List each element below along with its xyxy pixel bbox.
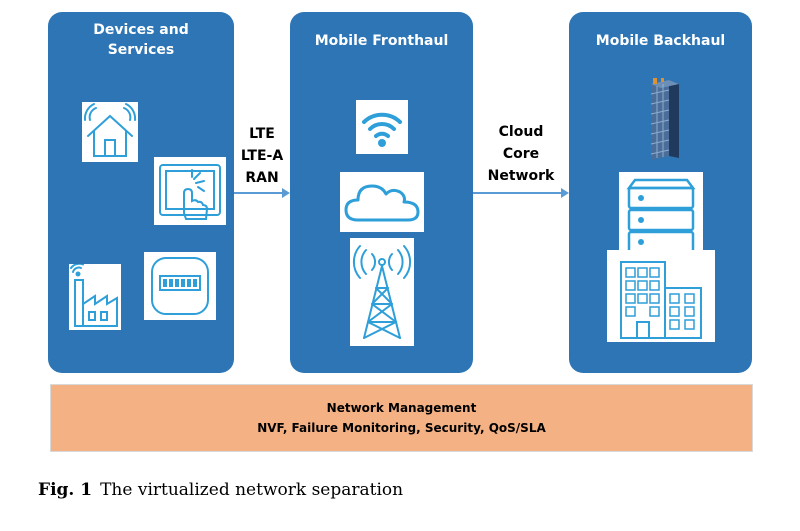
ran-label-line1: LTE — [249, 126, 275, 142]
core-label-line1: Cloud — [498, 124, 544, 140]
backhaul-panel-title: Mobile Backhaul — [595, 33, 726, 49]
smart-meter-icon — [144, 252, 216, 320]
network-management-bar: Network Management NVF, Failure Monitori… — [50, 384, 753, 452]
cell-tower-icon — [350, 238, 414, 346]
mobile-backhaul-panel: Mobile Backhaul — [569, 12, 752, 373]
fronthaul-panel-title: Mobile Fronthaul — [314, 33, 449, 49]
devices-panel-title: Devices and Services — [48, 20, 234, 60]
wifi-icon — [356, 100, 408, 154]
ran-label-line3: RAN — [245, 170, 279, 186]
devices-title-line1: Devices and — [93, 22, 189, 38]
smart-home-icon — [82, 102, 138, 162]
core-label-line3: Network — [487, 168, 555, 184]
figure-caption: Fig. 1 The virtualized network separation — [38, 480, 403, 500]
caption-text: The virtualized network separation — [100, 480, 404, 500]
mobile-fronthaul-panel: Mobile Fronthaul — [290, 12, 473, 373]
server-rack-icon — [619, 172, 703, 256]
ran-label-line2: LTE-A — [240, 148, 284, 164]
management-subtitle: NVF, Failure Monitoring, Security, QoS/S… — [257, 421, 546, 435]
caption-label: Fig. 1 — [38, 480, 93, 500]
devices-services-panel: Devices and Services — [48, 12, 234, 373]
smart-factory-icon — [69, 262, 121, 330]
cloud-icon — [340, 172, 424, 232]
ran-connector-label: LTE LTE-A RAN — [234, 123, 290, 189]
core-connector-label: Cloud Core Network — [473, 121, 569, 187]
core-arrow — [473, 188, 569, 198]
skyscraper-icon — [639, 78, 683, 162]
touch-tablet-icon — [154, 157, 226, 225]
management-title: Network Management — [326, 401, 477, 415]
core-label-line2: Core — [502, 146, 540, 162]
office-building-icon — [607, 250, 715, 342]
ran-arrow — [234, 188, 290, 198]
devices-title-line2: Services — [107, 42, 175, 58]
